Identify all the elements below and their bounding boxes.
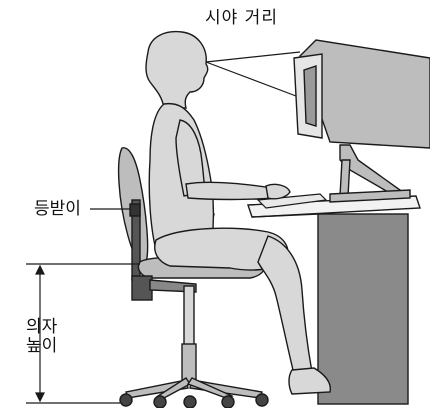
seat-height-label: 의자 높이 bbox=[26, 318, 60, 356]
seat-height-label-line1: 의자 bbox=[26, 318, 60, 337]
monitor bbox=[294, 40, 430, 202]
seat-height-label-line2: 높이 bbox=[26, 337, 60, 356]
viewing-distance-label: 시야 거리 bbox=[205, 10, 278, 27]
backrest-label: 등받이 bbox=[34, 201, 81, 218]
desk bbox=[248, 196, 420, 404]
viewing-distance-lines bbox=[206, 52, 300, 96]
